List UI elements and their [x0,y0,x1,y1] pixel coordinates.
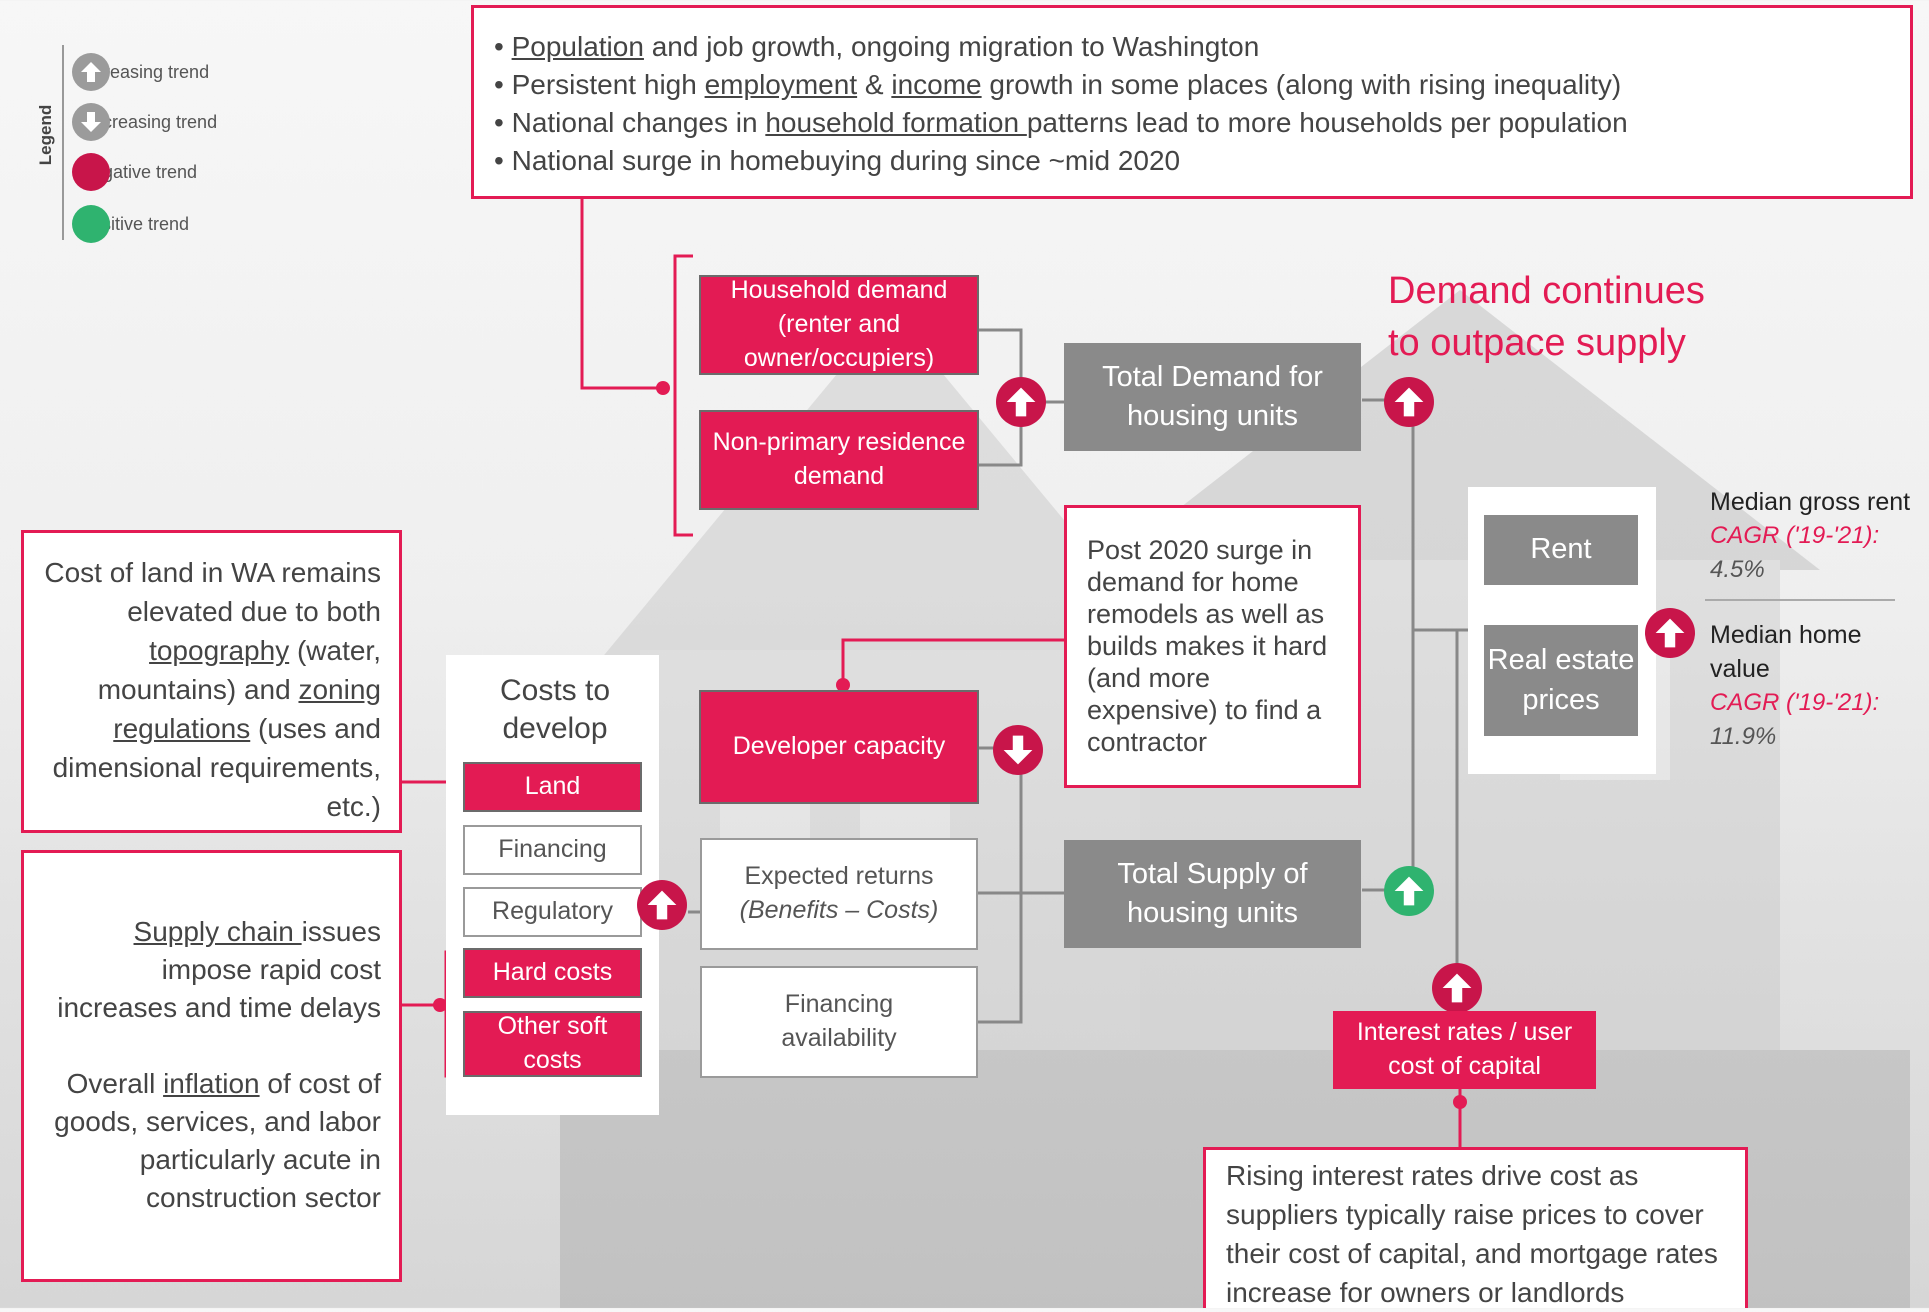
interest-up-arrow-icon [1432,963,1482,1013]
legend-label: Increasing trend [80,61,210,82]
total-supply-box: Total Supply of housing units [1064,840,1361,948]
inflation-text: Overall inflation of cost of goods, serv… [54,1068,381,1213]
legend-item-positive: Positive trend [72,205,189,243]
cost-item-hard-costs: Hard costs [463,948,642,998]
legend-item-negative: Negative trend [72,153,197,191]
legend: Legend Increasing trend Decreasing trend… [30,45,250,245]
rent-box: Rent [1484,515,1638,585]
bullet-item: • Population and job growth, ongoing mig… [494,31,1260,62]
supply-up-arrow-icon [1384,866,1434,916]
total-demand-up-arrow-icon [1384,377,1434,427]
down-arrow-icon [72,103,110,141]
demand-drivers-box: • Population and job growth, ongoing mig… [471,5,1913,199]
legend-title: Legend [36,104,55,166]
median-rent-block: Median gross rent CAGR ('19-'21): 4.5% [1710,485,1925,587]
cost-item-financing: Financing [463,825,642,875]
total-demand-box: Total Demand for housing units [1064,343,1361,451]
remodel-surge-box: Post 2020 surge in demand for home remod… [1064,505,1361,788]
land-cost-box: Cost of land in WA remains elevated due … [21,530,402,833]
cost-item-other-soft-costs: Other soft costs [463,1011,642,1077]
legend-item-increasing: Increasing trend [72,53,209,91]
supply-chain-text: Supply chain issues impose rapid cost in… [57,916,381,1023]
legend-divider [62,45,64,240]
cost-item-land: Land [463,762,642,812]
developer-down-arrow-icon [993,725,1043,775]
bullet-item: • Persistent high employment & income gr… [494,69,1622,100]
financing-availability-box: Financing availability [700,966,978,1078]
bullet-item: • National surge in homebuying during si… [494,145,1181,176]
costs-up-arrow-icon [637,880,687,930]
demand-up-arrow-icon [996,377,1046,427]
nonprimary-demand-box: Non-primary residence demand [699,410,979,510]
interest-rates-box: Interest rates / user cost of capital [1333,1011,1596,1089]
expected-returns-box: Expected returns (Benefits – Costs) [700,838,978,950]
median-home-block: Median home value CAGR ('19-'21): 11.9% [1710,618,1925,754]
legend-item-decreasing: Decreasing trend [72,103,217,141]
developer-capacity-box: Developer capacity [699,690,979,804]
supply-chain-box: Supply chain issues impose rapid cost in… [21,850,402,1282]
real-estate-prices-box: Real estate prices [1484,625,1638,736]
median-rent-cagr-label: CAGR ('19-'21): [1710,522,1880,549]
prices-up-arrow-icon [1645,608,1695,658]
cost-item-regulatory: Regulatory [463,887,642,937]
positive-dot-icon [72,205,110,243]
headline: Demand continues to outpace supply [1388,270,1705,364]
bullet-item: • National changes in household formatio… [494,107,1628,138]
median-home-cagr-label: CAGR ('19-'21): [1710,689,1880,716]
median-home-cagr-value: 11.9% [1710,723,1777,750]
household-demand-box: Household demand (renter and owner/occup… [699,275,979,375]
median-rent-cagr-value: 4.5% [1710,556,1765,583]
up-arrow-icon [72,53,110,91]
legend-label: Decreasing trend [80,111,218,132]
median-rent-title: Median gross rent [1710,488,1911,516]
interest-note-box: Rising interest rates drive cost as supp… [1203,1147,1748,1308]
costs-title: Costs to develop [499,674,611,745]
median-home-title: Median home value [1710,621,1862,683]
negative-dot-icon [72,153,110,191]
